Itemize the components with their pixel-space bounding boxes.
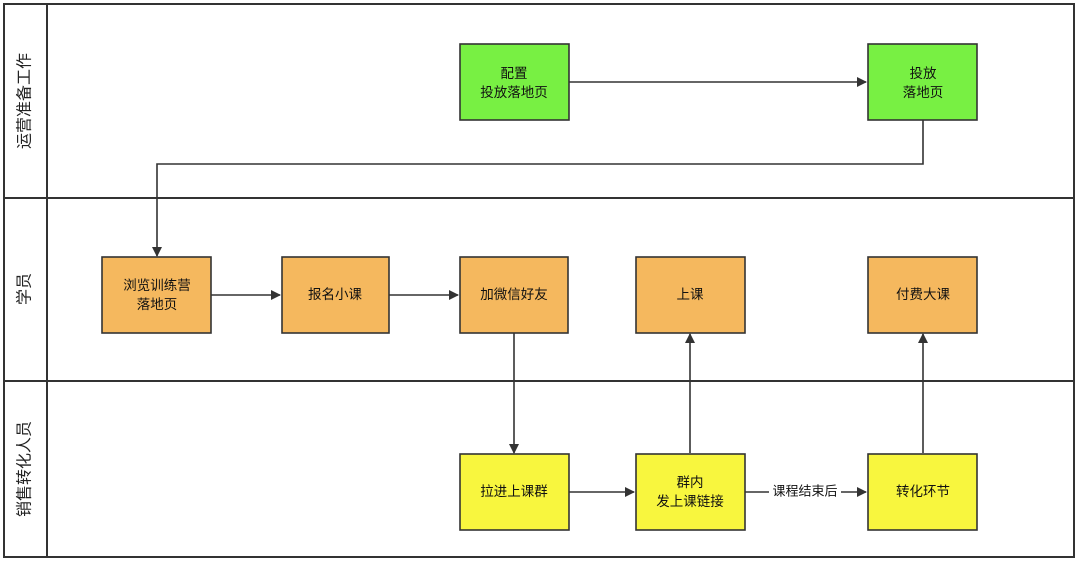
node-paid-box <box>867 256 978 334</box>
node-deliver-line-2: 落地页 <box>903 85 944 101</box>
node-convert-line-1: 转化环节 <box>896 484 950 500</box>
node-class: 上课 <box>635 256 746 334</box>
node-browse-box <box>101 256 212 334</box>
edge-deliver-to-browse <box>152 120 924 257</box>
node-link-line-2: 发上课链接 <box>656 493 724 510</box>
node-config-line-2: 投放落地页 <box>480 85 548 101</box>
node-config-line-1: 配置 <box>501 66 528 82</box>
edge-label-course-end: 课程结束后 <box>772 485 837 500</box>
node-group: 拉进上课群 <box>459 453 570 531</box>
node-config-box <box>459 43 570 121</box>
node-link: 群内 发上课链接 <box>635 453 746 531</box>
node-group-line-1: 拉进上课群 <box>480 484 548 500</box>
node-wechat-line-1: 加微信好友 <box>480 287 548 303</box>
node-browse-line-1: 浏览训练营 <box>123 278 191 294</box>
node-paid: 付费大课 <box>867 256 978 334</box>
node-deliver-box <box>867 43 978 121</box>
node-paid-line-1: 付费大课 <box>896 287 950 303</box>
node-convert: 转化环节 <box>867 453 978 531</box>
node-class-line-1: 上课 <box>677 287 705 303</box>
swimlane-frame <box>3 3 1075 558</box>
node-browse: 浏览训练营 落地页 <box>101 256 212 334</box>
node-browse-line-2: 落地页 <box>137 297 178 313</box>
edges <box>152 77 928 497</box>
node-wechat-box <box>459 256 569 334</box>
lane-label-ops: 运营准备工作 <box>15 53 34 149</box>
lane-label-student: 学员 <box>15 273 34 305</box>
node-deliver-line-1: 投放 <box>910 66 938 82</box>
node-signup-line-1: 报名小课 <box>308 287 362 303</box>
node-deliver: 投放 落地页 <box>867 43 978 121</box>
node-link-line-1: 群内 <box>677 475 704 491</box>
node-signup-box <box>281 256 390 334</box>
lane-label-sales: 销售转化人员 <box>15 421 34 517</box>
node-class-box <box>635 256 746 334</box>
node-wechat: 加微信好友 <box>459 256 569 334</box>
node-group-box <box>459 453 570 531</box>
node-config: 配置 投放落地页 <box>459 43 570 121</box>
node-convert-box <box>867 453 978 531</box>
node-signup: 报名小课 <box>281 256 390 334</box>
node-link-box <box>635 453 746 531</box>
